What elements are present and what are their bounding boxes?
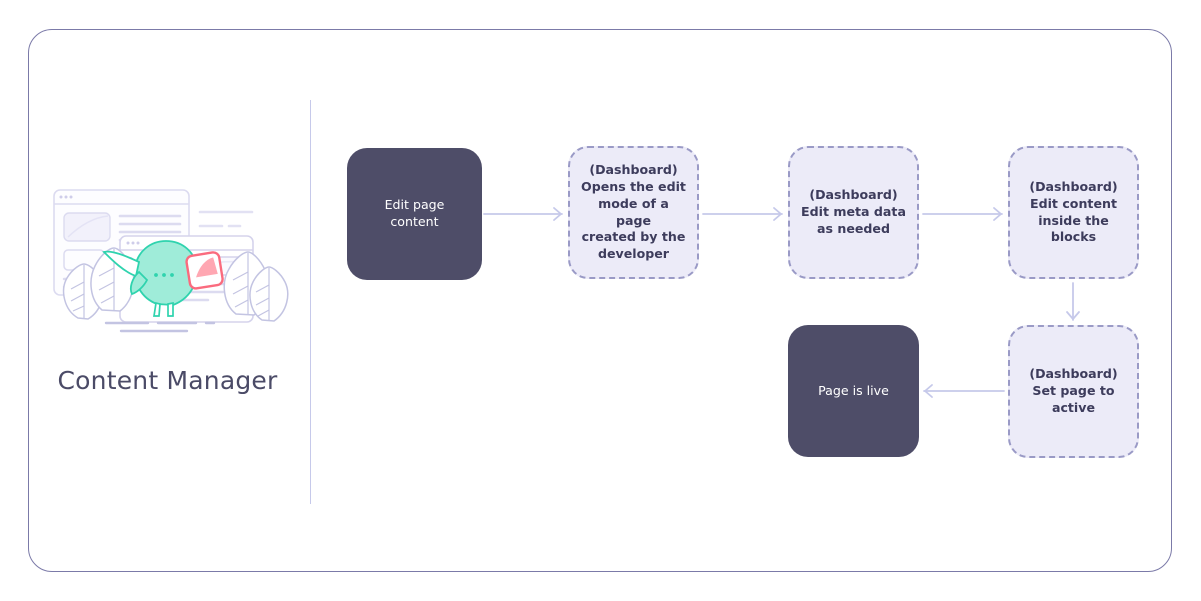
node-label: (Dashboard) Opens the edit mode of a pag… <box>581 162 686 261</box>
content-manager-illustration <box>40 180 295 345</box>
node-opens-edit-mode[interactable]: (Dashboard) Opens the edit mode of a pag… <box>568 146 699 279</box>
node-label: (Dashboard) Edit meta data as needed <box>801 187 906 236</box>
node-edit-meta-data[interactable]: (Dashboard) Edit meta data as needed <box>788 146 919 279</box>
back-window-hero-image-icon <box>63 212 111 242</box>
arrow-opens-to-meta <box>702 207 783 221</box>
mascot-card-icon <box>185 251 224 290</box>
node-label: Page is live <box>818 382 889 398</box>
mascot-leg-left-icon <box>153 301 161 317</box>
arrow-meta-to-blocks <box>922 207 1003 221</box>
node-page-is-live[interactable]: Page is live <box>788 325 919 457</box>
node-label: (Dashboard) Set page to active <box>1029 366 1118 415</box>
card-inner-shape-icon <box>196 257 218 278</box>
panel-divider <box>310 100 312 504</box>
node-edit-content-blocks[interactable]: (Dashboard) Edit content inside the bloc… <box>1008 146 1139 279</box>
leaf-right-veins <box>232 253 270 321</box>
mascot-left-arm-icon <box>102 250 141 278</box>
node-label: (Dashboard) Edit content inside the bloc… <box>1029 179 1118 245</box>
arrow-active-to-live <box>923 384 1005 398</box>
mascot-left-fin-icon <box>129 270 149 296</box>
front-window-dots-icon <box>126 241 140 245</box>
node-edit-page-content[interactable]: Edit page content <box>347 148 482 280</box>
back-window-dots-icon <box>59 195 73 199</box>
ground-lines <box>104 321 216 333</box>
node-set-page-active[interactable]: (Dashboard) Set page to active <box>1008 325 1139 458</box>
node-label: Edit page content <box>384 197 445 229</box>
mascot-icon <box>102 240 224 317</box>
leaf-left-veins <box>70 249 115 318</box>
left-panel: Content Manager <box>40 180 295 420</box>
mascot-face-dots-icon <box>154 273 174 277</box>
hero-image-curve-icon <box>67 215 109 238</box>
page-title: Content Manager <box>57 366 278 395</box>
arrow-edit-to-opens <box>483 207 563 221</box>
mascot-leg-right-icon <box>167 301 174 317</box>
right-floating-lines <box>198 210 254 228</box>
arrow-blocks-to-active <box>1066 282 1080 321</box>
